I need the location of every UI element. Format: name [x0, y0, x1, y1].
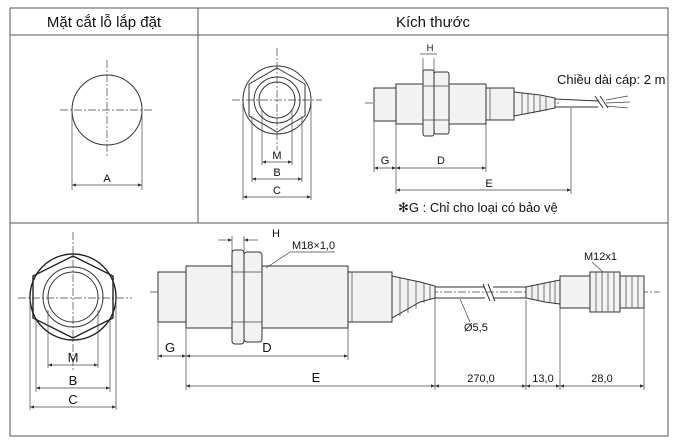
dim-label-m-bottom: M	[68, 350, 79, 365]
dim-label-c-top: C	[273, 185, 281, 197]
connector-thread-label: M12x1	[584, 251, 617, 263]
hex-nut-front-view-bottom	[18, 232, 132, 410]
dim-270-label: 270,0	[467, 373, 495, 385]
cable-length-label: Chiều dài cáp: 2 m	[557, 72, 665, 87]
dim-label-d-top: D	[437, 155, 445, 167]
hex-nut-front-view	[232, 48, 322, 200]
dim-label-e-top: E	[485, 178, 492, 190]
dim-label-g-bottom: G	[165, 340, 175, 355]
sensor-side-view-top	[365, 53, 631, 194]
dim-label-d-bottom: D	[262, 340, 271, 355]
dim-label-m-top: M	[272, 150, 281, 162]
thread-label: M18×1,0	[292, 240, 335, 252]
dim-label-e-bottom: E	[312, 370, 321, 385]
dim-label-c-bottom: C	[68, 392, 77, 407]
dim-label-h-bottom: H	[272, 228, 280, 240]
dim-label-b-top: B	[273, 167, 280, 179]
dim-28-label: 28,0	[591, 373, 612, 385]
dim-label-a: A	[103, 173, 111, 185]
dim-label-h-top: H	[427, 43, 434, 54]
table-grid	[9, 7, 669, 437]
dim-13-label: 13,0	[532, 373, 553, 385]
mounting-hole-drawing	[60, 60, 154, 190]
cable-diameter-label: Ø5,5	[464, 322, 488, 334]
sensor-side-view-bottom	[150, 236, 660, 390]
header-dimensions: Kích thước	[396, 14, 471, 31]
shield-note: ✻G : Chỉ cho loại có bảo vệ	[398, 200, 558, 215]
dim-label-b-bottom: B	[69, 373, 78, 388]
dim-label-g-top: G	[381, 155, 390, 167]
header-mounting-hole: Mặt cắt lỗ lắp đặt	[47, 14, 162, 31]
